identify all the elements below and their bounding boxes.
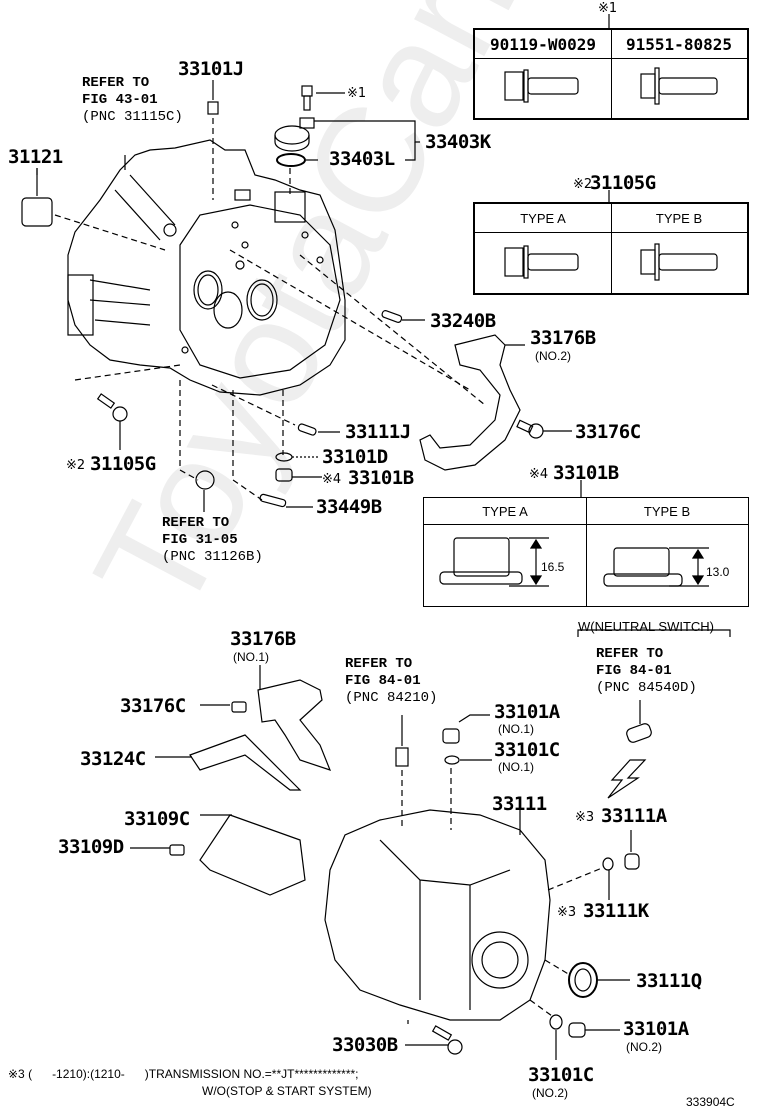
speed-sensor-33403k-drawing (274, 117, 420, 161)
part-sublabel-33101a-no2: (NO.2) (626, 1040, 662, 1054)
bolt-illustrations (504, 67, 718, 105)
part-label-33101c-no1[interactable]: 33101C (494, 739, 560, 761)
bolt-type-illustrations (504, 243, 718, 281)
part-label-33403k[interactable]: 33403K (425, 131, 491, 153)
part-label-33403l[interactable]: 33403L (329, 148, 395, 170)
footnote-stop-start: W/O(STOP & START SYSTEM) (202, 1084, 372, 1098)
note3-mark-33111a: ※3 (575, 810, 595, 825)
note1-mark-bolt: ※1 (347, 86, 367, 101)
part-sublabel-33101c-no1: (NO.1) (498, 760, 534, 774)
reference-fig-84-01-neutral-switch[interactable]: REFER TO FIG 84-01 (PNC 84540D) (596, 646, 697, 696)
bolt-type-b-icon (640, 243, 718, 281)
bracket-33176b-no2-drawing (419, 334, 525, 471)
bolt-with-washer-icon (504, 69, 579, 103)
bolt-options-table-note1: 90119-W0029 91551-80825 (473, 28, 749, 120)
type-a-header: TYPE A (520, 210, 566, 226)
bolt-33101j-drawing (207, 80, 219, 115)
flange-bolt-icon (640, 67, 718, 105)
part-sublabel-33176b-no1: (NO.1) (233, 650, 269, 664)
reference-fig-84-01-sensor[interactable]: REFER TO FIG 84-01 (PNC 84210) (345, 656, 438, 706)
neutral-switch-header: W(NEUTRAL SWITCH) (578, 619, 715, 634)
bolt-type-table-31105g: TYPE A TYPE B (473, 202, 749, 295)
cap-31121-drawing (21, 197, 53, 227)
note4-mark-plug: ※4 (322, 472, 342, 487)
plug-illustrations (439, 537, 709, 587)
part-label-33101j[interactable]: 33101J (178, 58, 244, 80)
note2-mark: ※2 (573, 177, 593, 192)
part-sublabel-33101c-no2: (NO.2) (532, 1086, 568, 1100)
part-label-31121[interactable]: 31121 (8, 146, 63, 168)
part-label-33111k[interactable]: 33111K (583, 900, 649, 922)
part-label-33101a-no1[interactable]: 33101A (494, 701, 560, 723)
part-label-33109d[interactable]: 33109D (58, 836, 124, 858)
bolt-type-a-icon (504, 245, 579, 279)
type-b-header: TYPE B (655, 210, 703, 226)
note2-mark-bolt: ※2 (66, 458, 86, 473)
part-label-33240b[interactable]: 33240B (430, 310, 496, 332)
footnote-transmission-number: ※3 ( -1210):(1210- )TRANSMISSION NO.=**J… (8, 1067, 359, 1081)
part-number-91551-80825[interactable]: 91551-80825 (626, 34, 732, 54)
plug-type-table-33101b: TYPE A TYPE B 16.5 13.0 (423, 497, 749, 607)
figure-code: 333904C (686, 1095, 735, 1109)
note4-mark: ※4 (529, 467, 549, 482)
bracket-33176b-no1-drawing (257, 665, 332, 771)
part-label-33111[interactable]: 33111 (492, 793, 547, 815)
plug-type-a-icon (439, 537, 549, 587)
part-label-33101d[interactable]: 33101D (322, 446, 388, 468)
part-label-33176c-upper[interactable]: 33176C (575, 421, 641, 443)
reference-fig-43-01[interactable]: REFER TO FIG 43-01 (PNC 31115C) (82, 75, 183, 125)
part-sublabel-33176b-no2: (NO.2) (535, 349, 571, 363)
part-label-33101a-no2[interactable]: 33101A (623, 1018, 689, 1040)
o-ring-33403l-drawing (276, 153, 306, 167)
dimension-type-a: 16.5 (541, 560, 565, 574)
part-label-33101c-no2[interactable]: 33101C (528, 1064, 594, 1086)
reference-fig-31-05[interactable]: REFER TO FIG 31-05 (PNC 31126B) (162, 515, 263, 565)
part-label-33124c[interactable]: 33124C (80, 748, 146, 770)
bolt-31105g-drawing (96, 393, 128, 450)
part-label-33176b-no2[interactable]: 33176B (530, 327, 596, 349)
dimension-type-b: 13.0 (706, 565, 730, 579)
type-b-header: TYPE B (643, 503, 691, 519)
type-a-header: TYPE A (482, 503, 528, 519)
note3-mark-33111k: ※3 (557, 905, 577, 920)
part-label-33109c[interactable]: 33109C (124, 808, 190, 830)
part-label-33176b-no1[interactable]: 33176B (230, 628, 296, 650)
transaxle-housing-drawing (67, 139, 346, 396)
note1-mark: ※1 (598, 1, 618, 16)
table-title-31105g[interactable]: 31105G (590, 172, 656, 194)
part-label-33176c-lower[interactable]: 33176C (120, 695, 186, 717)
part-label-33111q[interactable]: 33111Q (636, 970, 702, 992)
part-label-31105g[interactable]: 31105G (90, 453, 156, 475)
table-title-33101b[interactable]: 33101B (553, 462, 619, 484)
part-label-33111a[interactable]: 33111A (601, 805, 667, 827)
part-label-33111j[interactable]: 33111J (345, 421, 411, 443)
bracket-33124c-drawing (189, 734, 302, 791)
part-label-33449b[interactable]: 33449B (316, 496, 382, 518)
cover-33109c-drawing (199, 814, 306, 896)
plug-type-b-icon (603, 547, 709, 587)
part-sublabel-33101a-no1: (NO.1) (498, 722, 534, 736)
transmission-case-33111-drawing (324, 809, 551, 1021)
part-label-33101b[interactable]: 33101B (348, 467, 414, 489)
part-number-90119-w0029[interactable]: 90119-W0029 (490, 34, 596, 54)
part-label-33030b[interactable]: 33030B (332, 1034, 398, 1056)
